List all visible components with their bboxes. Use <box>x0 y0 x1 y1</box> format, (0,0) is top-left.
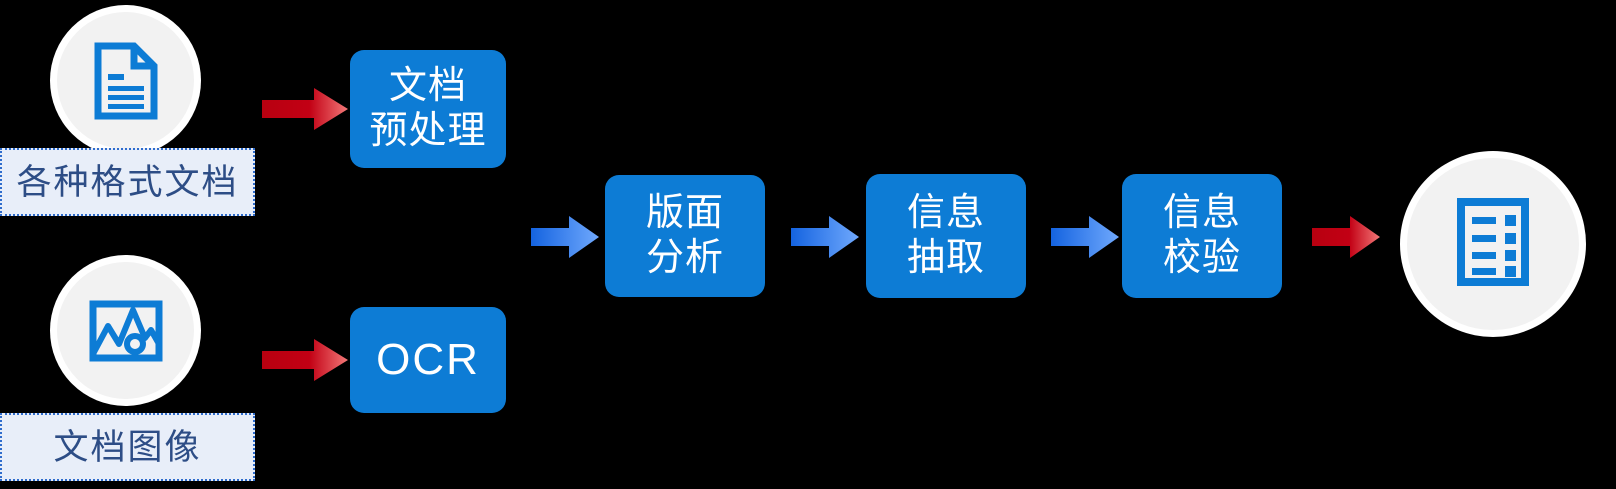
stage-label-doc-preprocess: 文档 预处理 <box>369 65 487 152</box>
stage-label-layout-analysis: 版面 分析 <box>645 192 724 279</box>
image-picture-icon <box>89 300 163 362</box>
input-label-chip-images: 文档图像 <box>0 413 255 481</box>
stage-box-layout-analysis[interactable]: 版面 分析 <box>605 175 765 297</box>
input-label-chip-documents: 各种格式文档 <box>0 148 255 216</box>
arrow-images-to-ocr <box>262 339 348 381</box>
arrow-to-info-verification <box>1051 216 1119 258</box>
arrow-docs-to-preprocess <box>262 88 348 130</box>
stage-label-info-verification: 信息 校验 <box>1162 192 1241 279</box>
arrow-to-output <box>1312 216 1380 258</box>
document-file-icon <box>90 42 162 120</box>
input-image-circle <box>57 262 194 399</box>
input-document-circle <box>57 12 194 149</box>
stage-box-doc-preprocess[interactable]: 文档 预处理 <box>350 50 506 168</box>
stage-label-info-extraction: 信息 抽取 <box>906 192 985 279</box>
input-label-images: 文档图像 <box>53 427 202 467</box>
arrow-to-info-extraction <box>791 216 859 258</box>
stage-box-ocr[interactable]: OCR <box>350 307 506 413</box>
stage-box-info-verification[interactable]: 信息 校验 <box>1122 174 1282 298</box>
stage-label-ocr: OCR <box>376 335 480 385</box>
structured-form-list-icon <box>1457 197 1529 291</box>
stage-box-info-extraction[interactable]: 信息 抽取 <box>866 174 1026 298</box>
input-label-documents: 各种格式文档 <box>16 162 239 202</box>
arrow-to-layout-analysis <box>531 216 599 258</box>
output-structured-data-circle <box>1407 158 1579 330</box>
